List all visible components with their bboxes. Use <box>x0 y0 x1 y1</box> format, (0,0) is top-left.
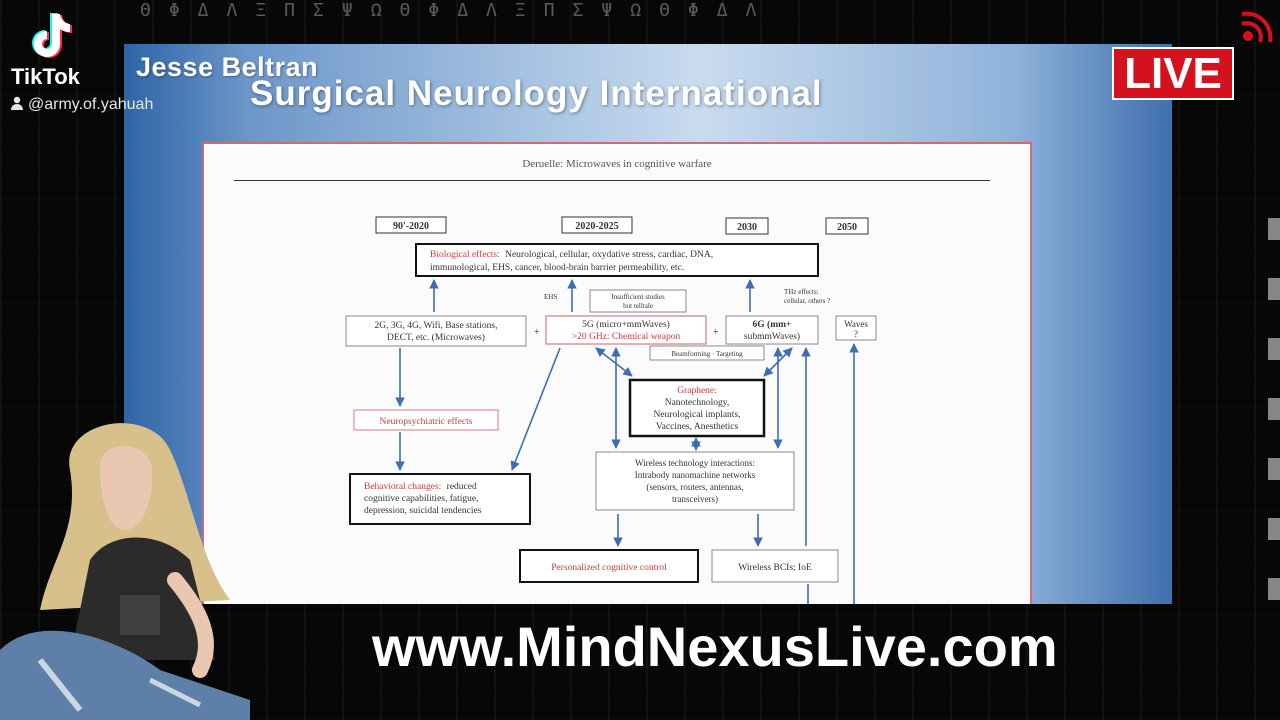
microwaves-box: 2G, 3G, 4G, Wifi, Base stations, DECT, e… <box>345 315 527 347</box>
wireless-interactions-box: Wireless technology interactions: Intrab… <box>595 451 795 511</box>
svg-text:Behavioral changes:: Behavioral changes: reduced <box>364 482 477 492</box>
neuropsychiatric-box: Neuropsychiatric effects <box>353 409 499 431</box>
side-glyphs-decoration <box>1268 180 1280 600</box>
svg-text:Wireless BCIs; IoE: Wireless BCIs; IoE <box>738 563 812 573</box>
svg-text:Intrabody nanomachine networks: Intrabody nanomachine networks <box>635 470 756 480</box>
fiveg-box: 5G (micro+mmWaves) >20 GHz: Chemical wea… <box>545 315 707 345</box>
svg-text:(sensors, routers, antennas,: (sensors, routers, antennas, <box>646 482 743 492</box>
wireless-bci-box: Wireless BCIs; IoE <box>711 549 839 583</box>
bio-effects-line1: Neurological, cellular, oxydative stress… <box>505 250 713 260</box>
broadcast-signal-icon <box>1241 11 1273 43</box>
svg-text:Waves: Waves <box>844 319 868 329</box>
matrix-glyphs-decoration: ΘΦΔΛΞΠΣΨΩΘΦΔΛΞΠΣΨΩΘΦΔΛ <box>140 0 775 21</box>
tiktok-logo-icon <box>32 13 72 58</box>
paper-figure: Deruelle: Microwaves in cognitive warfar… <box>202 142 1032 604</box>
timeline-2020-2025: 2020-2025 <box>561 216 633 234</box>
svg-text:Graphene:: Graphene: <box>677 386 717 396</box>
bio-effects-line2: immunological, EHS, cancer, blood-brain … <box>430 263 684 273</box>
svg-text:?: ? <box>854 329 858 339</box>
presentation-slide: Jesse Beltran Surgical Neurology Interna… <box>124 44 1172 604</box>
svg-text:transceivers): transceivers) <box>672 494 718 504</box>
cognitive-warfare-diagram: 90'-2020 2020-2025 2030 2050 Biological … <box>345 216 877 604</box>
website-url: www.MindNexusLive.com <box>372 615 1058 678</box>
bio-effects-box: Biological effects: Neurological, cellul… <box>415 243 819 277</box>
svg-text:Neuropsychiatric effects: Neuropsychiatric effects <box>380 416 473 427</box>
svg-text:Beamforming · Targeting: Beamforming · Targeting <box>671 350 743 358</box>
insufficient-studies-box: Insufficient studies but telltale <box>589 289 687 313</box>
paper-rule <box>234 180 990 181</box>
svg-text:2G, 3G, 4G, Wifi, Base station: 2G, 3G, 4G, Wifi, Base stations, <box>375 320 498 331</box>
presenter-illustration <box>0 423 250 720</box>
graphene-box: Graphene: Nanotechnology, Neurological i… <box>628 378 766 438</box>
timeline-label: 2020-2025 <box>575 221 618 232</box>
svg-text:Personalized cognitive control: Personalized cognitive control <box>551 563 667 573</box>
diagram-arrows <box>395 279 859 604</box>
live-badge: LIVE <box>1112 47 1234 100</box>
sixg-box: 6G (mm+ submmWaves) <box>725 315 819 345</box>
svg-text:Biological effects:: Biological effects: Neurological, cellul… <box>430 249 713 260</box>
timeline-label: 90'-2020 <box>393 221 429 232</box>
timeline-label: 2050 <box>837 222 857 233</box>
person-icon <box>11 96 23 110</box>
svg-text:Insufficient studies: Insufficient studies <box>611 293 665 301</box>
timeline-2030: 2030 <box>725 217 769 235</box>
timeline-label: 2030 <box>737 222 757 233</box>
plus-sign: + <box>534 327 540 338</box>
paper-header: Deruelle: Microwaves in cognitive warfar… <box>522 158 712 170</box>
ehs-label: EHS <box>544 293 557 301</box>
svg-text:Wireless technology interactio: Wireless technology interactions: <box>635 458 755 468</box>
tiktok-wordmark: TikTok <box>11 64 80 89</box>
svg-text:cognitive capabilities, fatigu: cognitive capabilities, fatigue, <box>364 493 479 504</box>
behavioral-changes-box: Behavioral changes: reduced cognitive ca… <box>349 473 531 525</box>
svg-text:but telltale: but telltale <box>623 302 653 310</box>
thz-label-1: THz effects: <box>784 288 819 296</box>
timeline-90-2020: 90'-2020 <box>375 216 447 234</box>
waves-box: Waves ? <box>835 315 877 341</box>
svg-text:6G (mm+: 6G (mm+ <box>753 319 792 330</box>
svg-text:>20 GHz: Chemical weapon: >20 GHz: Chemical weapon <box>572 332 681 342</box>
svg-text:Neurological implants,: Neurological implants, <box>653 410 740 420</box>
bio-effects-label: Biological effects: <box>430 249 500 260</box>
slide-title: Surgical Neurology International <box>250 74 823 113</box>
thz-label-2: cellular, others ? <box>784 297 830 305</box>
cognitive-control-box: Personalized cognitive control <box>519 549 699 583</box>
svg-text:5G (micro+mmWaves): 5G (micro+mmWaves) <box>582 319 670 330</box>
svg-text:Nanotechnology,: Nanotechnology, <box>665 398 730 408</box>
plus-sign: + <box>713 327 719 338</box>
svg-text:DECT, etc. (Microwaves): DECT, etc. (Microwaves) <box>387 332 485 343</box>
svg-text:depression, suicidal tendencie: depression, suicidal tendencies <box>364 506 482 516</box>
slide-author: Jesse Beltran <box>136 52 319 82</box>
username-text: @army.of.yahuah <box>28 96 154 113</box>
beamforming-box: Beamforming · Targeting <box>649 345 765 361</box>
tiktok-username: @army.of.yahuah <box>10 96 153 114</box>
svg-text:Vaccines, Anesthetics: Vaccines, Anesthetics <box>656 422 739 432</box>
timeline-2050: 2050 <box>825 217 869 235</box>
svg-text:submmWaves): submmWaves) <box>744 331 800 342</box>
